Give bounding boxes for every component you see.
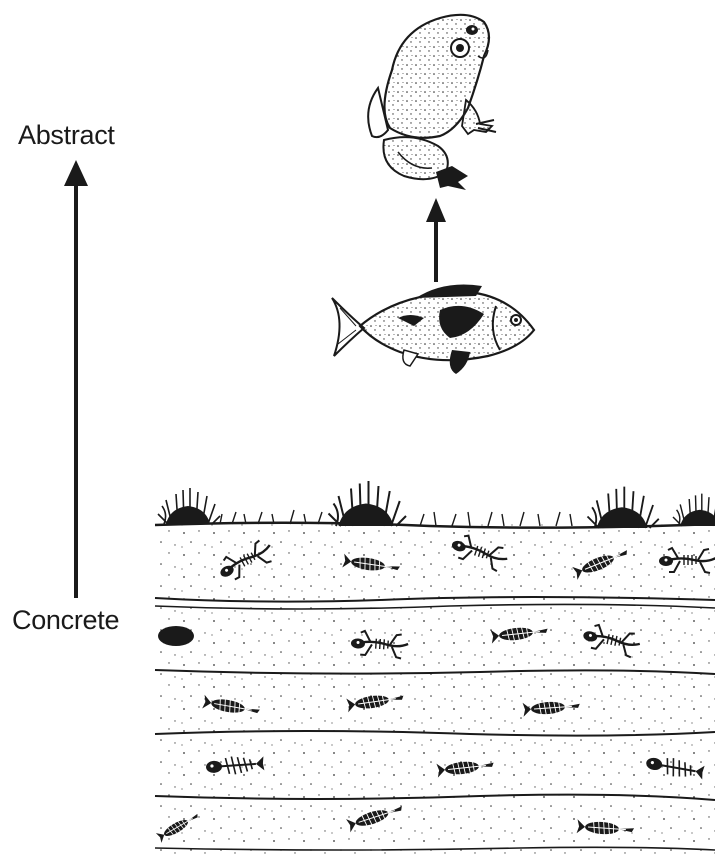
axis-arrow-head xyxy=(64,160,88,186)
fish-icon xyxy=(332,285,534,375)
abstract-label: Abstract xyxy=(18,120,115,151)
concrete-label: Concrete xyxy=(12,605,119,636)
frog-icon xyxy=(368,15,496,190)
grass-tuft-icon xyxy=(158,481,715,528)
evolution-arrow-head xyxy=(426,198,446,222)
